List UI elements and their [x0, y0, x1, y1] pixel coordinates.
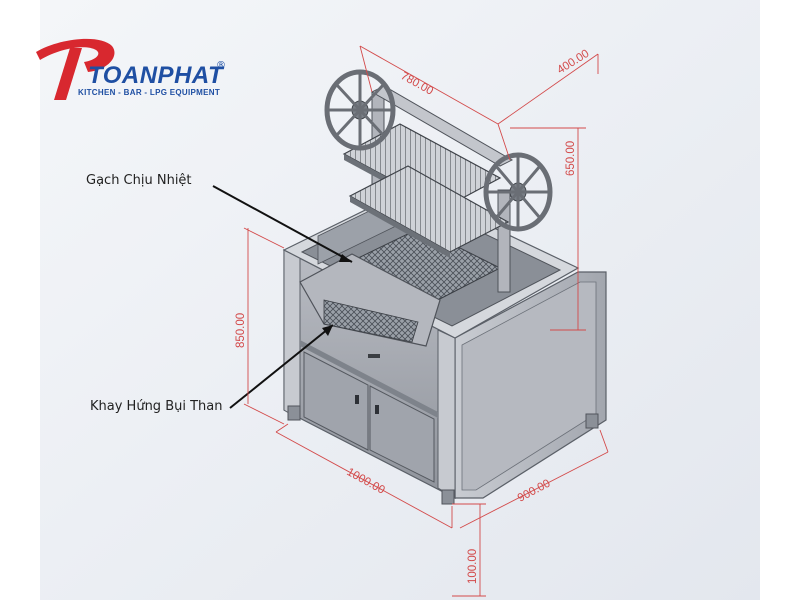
hand-wheel-left-icon	[324, 69, 396, 151]
callout-brick: Gạch Chịu Nhiệt	[86, 173, 192, 188]
dim-top-height: 650.00	[565, 141, 577, 176]
brand-registered: ®	[216, 60, 226, 71]
dim-body-height: 850.00	[235, 313, 247, 348]
hand-wheel-right-icon	[483, 152, 553, 232]
grill-frame	[342, 85, 514, 293]
callout-leaders	[212, 185, 353, 409]
brand-logo-icon	[36, 38, 115, 100]
dim-leg-height: 100.00	[467, 549, 479, 584]
callout-ash-tray: Khay Hứng Bụi Than	[90, 399, 223, 414]
firebox	[282, 187, 580, 358]
cabinet-body	[283, 249, 607, 505]
dimension-lines	[243, 45, 609, 597]
brand-tagline: KITCHEN - BAR - LPG EQUIPMENT	[78, 88, 221, 97]
brand-name: TOANPHAT	[88, 62, 224, 89]
